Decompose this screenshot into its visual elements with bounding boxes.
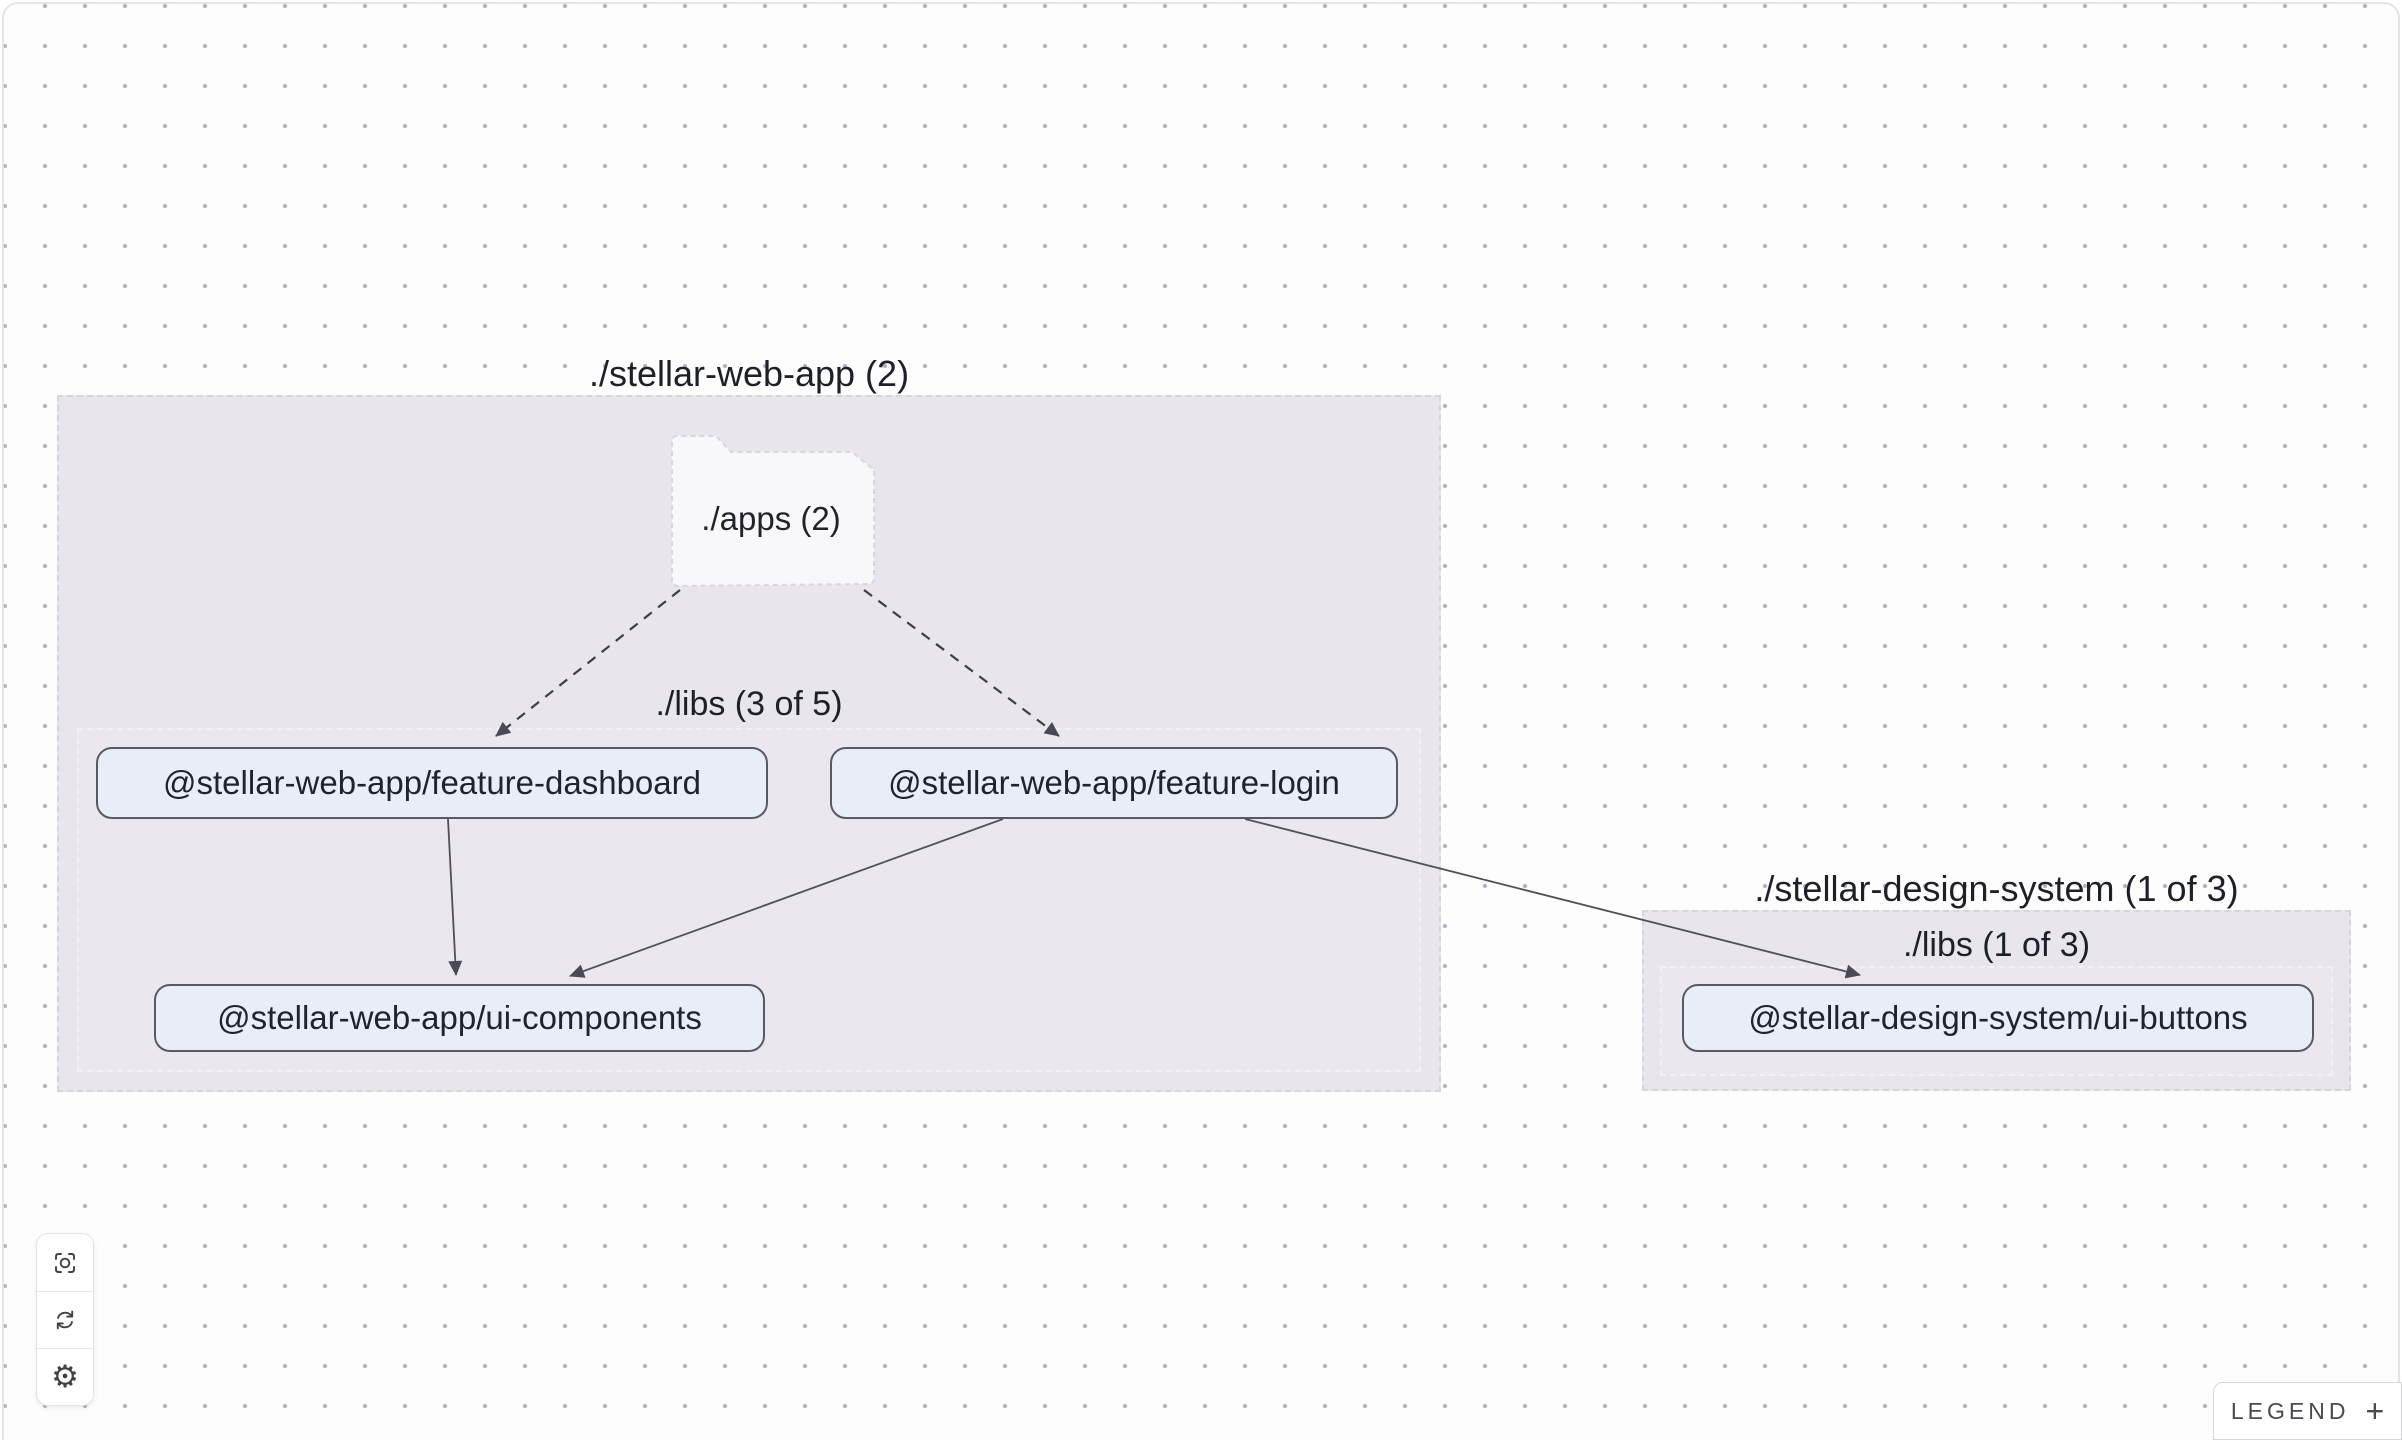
folder-node-label: ./apps (2) <box>701 500 841 537</box>
node-ui-buttons[interactable]: @stellar-design-system/ui-buttons <box>1682 984 2314 1052</box>
refresh-button[interactable] <box>37 1291 93 1348</box>
node-ui-components[interactable]: @stellar-web-app/ui-components <box>154 984 765 1052</box>
legend-toggle[interactable]: LEGEND + <box>2213 1382 2402 1440</box>
node-feature-login[interactable]: @stellar-web-app/feature-login <box>830 747 1398 819</box>
subgroup-label-libs-design-system: ./libs (1 of 3) <box>1902 926 2091 964</box>
refresh-icon <box>56 1310 74 1330</box>
settings-gear-icon: ⚙ <box>51 1358 79 1395</box>
focus-center-button[interactable] <box>37 1234 93 1291</box>
plus-icon: + <box>2365 1393 2385 1429</box>
subgroup-label-libs-web-app: ./libs (3 of 5) <box>655 685 843 723</box>
settings-button[interactable]: ⚙ <box>37 1348 93 1405</box>
canvas-control-rail: ⚙ <box>36 1233 94 1406</box>
group-label-stellar-web-app: ./stellar-web-app (2) <box>588 353 910 394</box>
legend-label: LEGEND <box>2230 1397 2350 1424</box>
focus-center-icon <box>55 1252 75 1273</box>
node-feature-dashboard[interactable]: @stellar-web-app/feature-dashboard <box>96 747 768 819</box>
folder-icon <box>671 435 875 588</box>
group-label-stellar-design-system: ./stellar-design-system (1 of 3) <box>1754 868 2239 909</box>
folder-node-apps[interactable]: ./apps (2) <box>668 432 880 592</box>
